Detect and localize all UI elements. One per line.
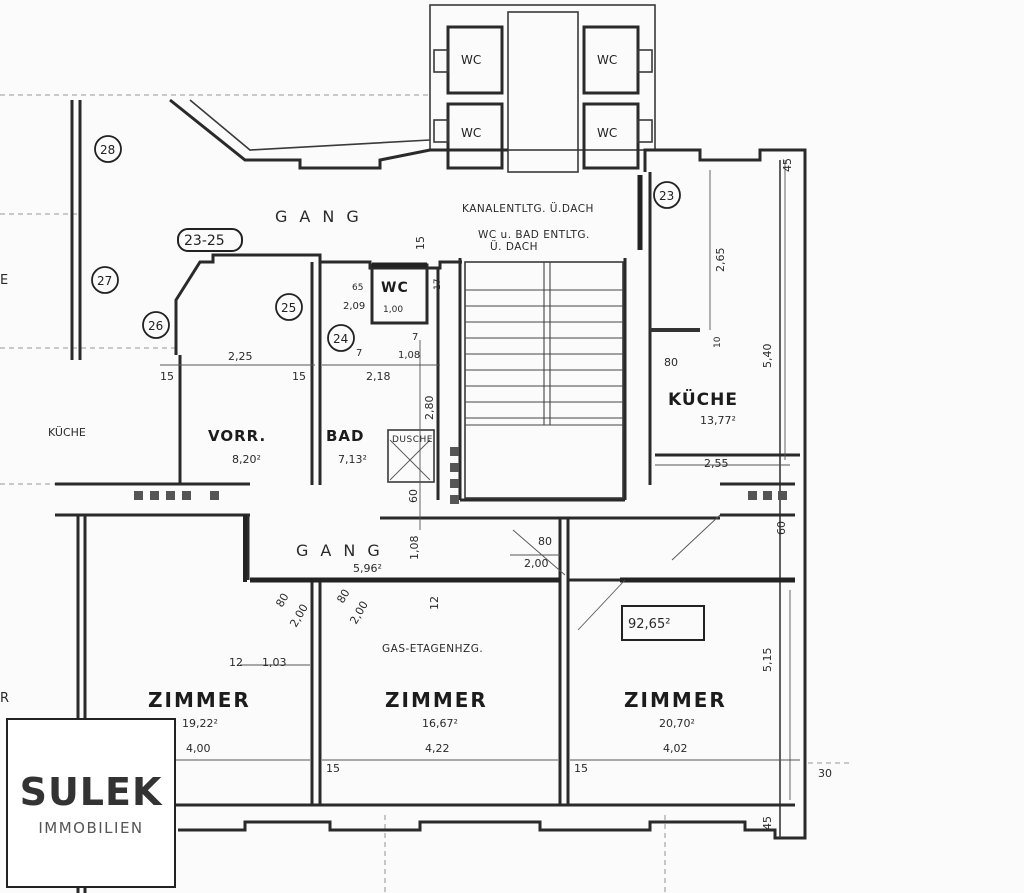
room-area-zimmer-left: 19,22²	[182, 717, 218, 730]
wc-label-1: WC	[461, 53, 481, 67]
note-wc-bad-1: WC u. BAD ENTLTG.	[478, 229, 590, 241]
wc-block	[429, 4, 656, 173]
dim-7a: 7	[356, 348, 362, 359]
staircase	[464, 261, 624, 499]
edge-letter-r: R	[0, 691, 9, 706]
dim-225: 2,25	[228, 350, 253, 363]
dim-108a: 1,08	[398, 350, 420, 361]
dim-15c: 15	[326, 762, 340, 775]
note-kanal: KANALENTLTG. Ü.DACH	[462, 202, 594, 215]
unit-label-23-25: 23-25	[184, 233, 225, 249]
dim-15b: 15	[292, 370, 306, 383]
room-area-zimmer-mid: 16,67²	[422, 717, 458, 730]
unit-label-27: 27	[97, 274, 112, 288]
room-width-zimmer-left: 4,00	[186, 742, 211, 755]
dim-17: 17	[433, 279, 443, 290]
total-area: 92,65²	[628, 617, 670, 632]
logo-brand: SULEK	[19, 770, 163, 814]
room-area-bad: 7,13²	[338, 453, 367, 466]
dim-15e: 15	[414, 236, 427, 250]
dim-218: 2,18	[366, 370, 391, 383]
room-area-kueche: 13,77²	[700, 414, 736, 427]
room-name-neighbor-kueche: KÜCHE	[48, 426, 86, 439]
wc-label-2: WC	[461, 126, 481, 140]
dim-60a: 60	[407, 489, 420, 503]
unit-labels: 23-25 23 24 25 26 27 28	[91, 135, 681, 352]
dim-15d: 15	[574, 762, 588, 775]
dim-80a: 80	[538, 535, 552, 548]
unit-label-25: 25	[281, 301, 296, 315]
dim-80d: 80	[334, 587, 352, 606]
dim-540: 5,40	[761, 344, 774, 369]
wc-label-4: WC	[597, 126, 617, 140]
edge-labels: E R	[0, 273, 9, 706]
room-name-kueche: KÜCHE	[668, 388, 738, 410]
room-name-wc: WC	[381, 280, 409, 296]
edge-letter-e: E	[0, 273, 8, 288]
note-gas: GAS-ETAGENHZG.	[382, 643, 483, 655]
room-labels: VORR. 8,20² BAD 7,13² WC KÜCHE 13,77² GA…	[48, 207, 738, 755]
room-width-zimmer-right: 4,02	[663, 742, 688, 755]
dim-108b: 1,08	[408, 536, 421, 561]
dim-200a: 2,00	[287, 602, 311, 630]
dimension-labels: 2,25 2,18 2,80 1,08 1,08 2,65 5,40 2,55 …	[160, 158, 832, 830]
dim-15a: 15	[160, 370, 174, 383]
dim-7b: 7	[412, 332, 418, 343]
room-name-zimmer-right: ZIMMER	[624, 688, 727, 712]
room-name-vorraum: VORR.	[208, 427, 266, 445]
room-name-zimmer-left: ZIMMER	[148, 688, 251, 712]
room-width-zimmer-mid: 4,22	[425, 742, 450, 755]
dim-515: 5,15	[761, 648, 774, 673]
unit-label-23: 23	[659, 189, 674, 203]
unit-label-24: 24	[333, 332, 348, 346]
sulek-logo: SULEK IMMOBILIEN	[6, 718, 176, 888]
dim-12b: 12	[428, 596, 441, 610]
wc-label-3: WC	[597, 53, 617, 67]
dim-45a: 45	[781, 158, 794, 172]
dim-209: 2,09	[343, 301, 365, 312]
dim-100: 1,00	[383, 305, 403, 315]
dim-60b: 60	[775, 521, 788, 535]
dim-200b: 2,00	[347, 599, 371, 627]
dim-200c: 2,00	[524, 557, 549, 570]
door-swings	[387, 429, 721, 631]
dim-255: 2,55	[704, 457, 729, 470]
dim-10: 10	[713, 336, 723, 348]
note-wc-bad-2: Ü. DACH	[490, 240, 538, 253]
dim-45b: 45	[761, 816, 774, 830]
dim-80c: 80	[273, 591, 291, 610]
total-area-box: 92,65²	[621, 605, 705, 641]
room-area-zimmer-right: 20,70²	[659, 717, 695, 730]
unit-label-28: 28	[100, 143, 115, 157]
dim-12a: 12	[229, 656, 243, 669]
dim-30: 30	[818, 767, 832, 780]
column-markers	[134, 447, 787, 504]
note-dusche: DUSCHE	[392, 435, 433, 445]
room-name-bad: BAD	[326, 427, 365, 445]
notes: KANALENTLTG. Ü.DACH WC u. BAD ENTLTG. Ü.…	[382, 202, 594, 655]
room-area-gang: 5,96²	[353, 562, 382, 575]
room-name-gang: GANG	[296, 541, 392, 560]
wc-labels: WC WC WC WC	[461, 53, 617, 140]
logo-subtitle: IMMOBILIEN	[38, 819, 144, 837]
room-area-vorraum: 8,20²	[232, 453, 261, 466]
dim-80b: 80	[664, 356, 678, 369]
construction-lines	[0, 94, 850, 893]
interior-walls	[55, 100, 800, 807]
dim-65: 65	[352, 283, 363, 293]
dim-280: 2,80	[423, 396, 436, 421]
corridor-top-label: GANG	[275, 207, 371, 226]
dim-265: 2,65	[714, 248, 727, 273]
room-name-zimmer-mid: ZIMMER	[385, 688, 488, 712]
dim-103: 1,03	[262, 656, 287, 669]
unit-label-26: 26	[148, 319, 163, 333]
